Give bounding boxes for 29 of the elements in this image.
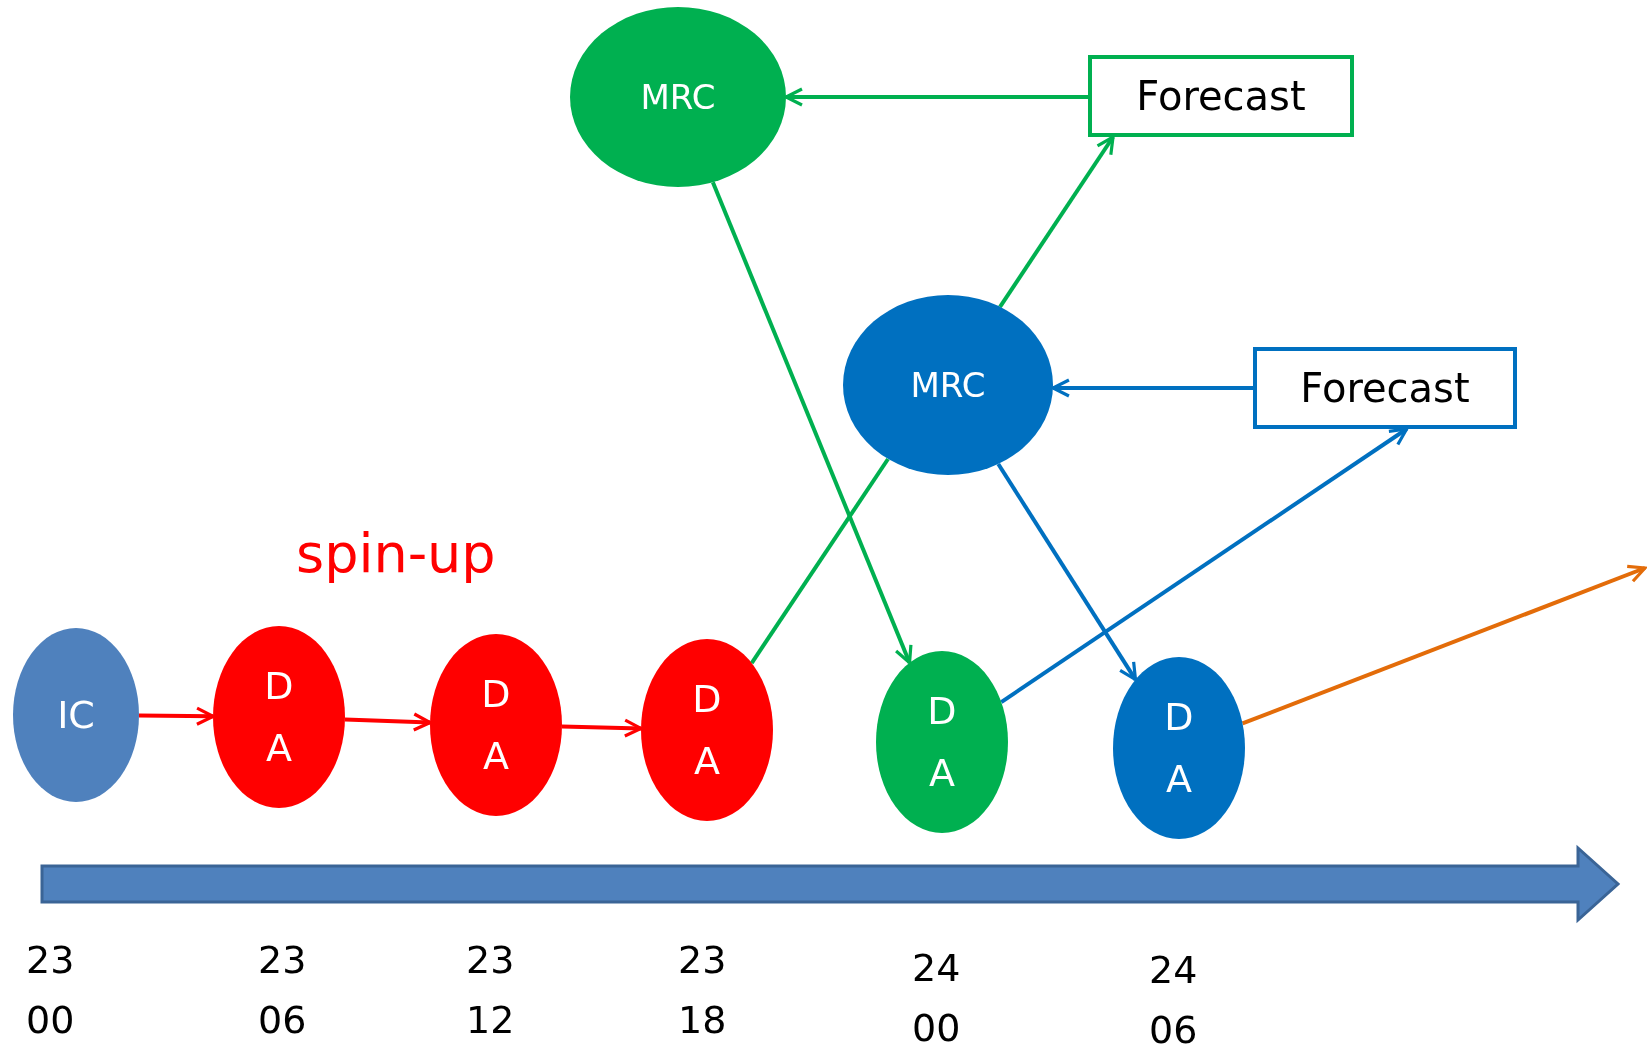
arrow	[996, 462, 1138, 682]
arrow	[998, 135, 1115, 308]
node-label: D A	[926, 688, 958, 797]
node-label: D A	[691, 676, 723, 785]
forecast-box	[1088, 55, 1354, 137]
forecast-box	[1253, 347, 1517, 429]
arrow	[344, 712, 432, 732]
node-label: Forecast	[1300, 365, 1470, 411]
arrow	[1241, 564, 1647, 726]
arrow	[1000, 427, 1409, 704]
arrow	[784, 87, 1088, 107]
node-label: Forecast	[1136, 73, 1306, 119]
time-label: 23 18	[678, 937, 728, 1044]
arrow	[711, 181, 913, 665]
annotation-text: spin-up	[296, 522, 496, 585]
time-label: 23 00	[26, 937, 76, 1044]
arrow	[561, 718, 643, 738]
arrow	[138, 706, 215, 726]
time-label: 23 12	[466, 937, 516, 1044]
time-label: 23 06	[258, 937, 308, 1044]
time-label: 24 00	[912, 945, 962, 1045]
node-label: D A	[263, 663, 295, 772]
node-label: MRC	[640, 77, 716, 117]
node-label: D A	[1163, 694, 1195, 803]
time-label: 24 06	[1149, 947, 1199, 1045]
node-label: MRC	[910, 365, 986, 405]
arrow	[1051, 378, 1253, 398]
node-label: IC	[57, 693, 95, 737]
node-label: D A	[480, 671, 512, 780]
